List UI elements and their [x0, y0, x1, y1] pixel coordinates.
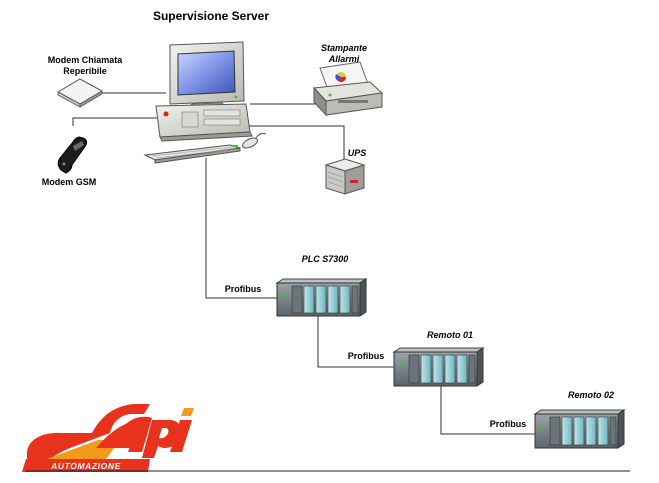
modem-chiamata-label-2: Reperibile	[63, 66, 107, 76]
remote-01-rack-icon	[392, 347, 485, 387]
plc-label: PLC S7300	[302, 254, 349, 264]
printer-label-2: Allarmi	[328, 54, 360, 64]
ups-label: UPS	[348, 148, 367, 158]
remote-02-label: Remoto 02	[568, 390, 614, 400]
connection-lines	[72, 92, 537, 435]
profibus-label-1: Profibus	[225, 284, 262, 294]
modem-gsm-label: Modem GSM	[42, 177, 97, 187]
remote-01-label: Remoto 01	[427, 330, 473, 340]
server-computer-icon	[143, 41, 267, 164]
svg-text:AUTOMAZIONE: AUTOMAZIONE	[50, 461, 121, 471]
sapi-logo: AUTOMAZIONE	[22, 404, 194, 472]
modem-chiamata-label-1: Modem Chiamata	[48, 55, 124, 65]
gsm-phone-icon	[57, 136, 88, 174]
plc-rack-icon	[275, 278, 368, 317]
profibus-label-3: Profibus	[490, 419, 527, 429]
modem-chiamata-icon	[56, 78, 104, 108]
printer-label-1: Stampante	[321, 43, 367, 53]
diagram-title: Supervisione Server	[153, 9, 269, 23]
profibus-label-2: Profibus	[348, 351, 385, 361]
printer-icon	[312, 61, 384, 117]
ups-icon	[324, 158, 366, 195]
remote-02-rack-icon	[533, 409, 626, 449]
